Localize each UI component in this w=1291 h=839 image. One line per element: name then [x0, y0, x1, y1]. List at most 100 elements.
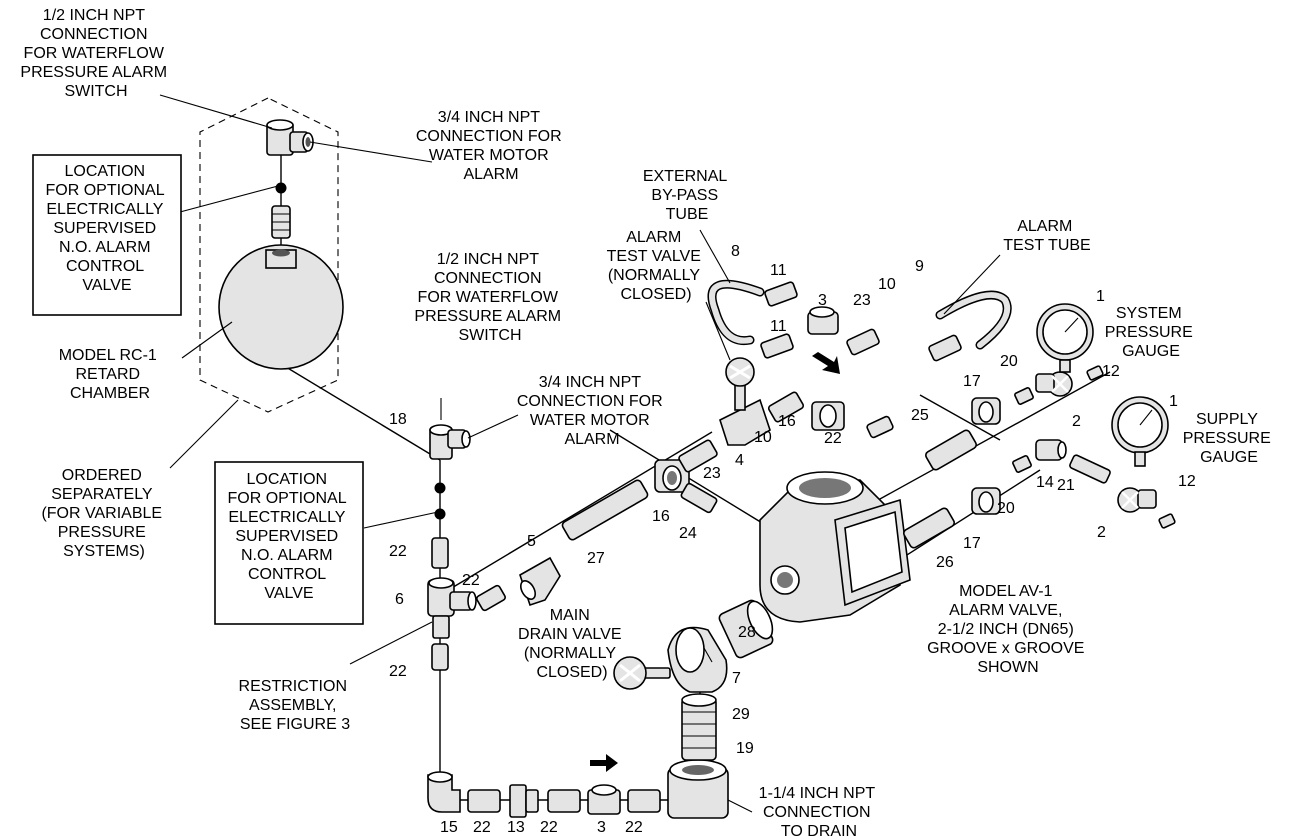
label-ordered-separately: ORDERED SEPARATELY (FOR VARIABLE PRESSUR…	[41, 467, 166, 560]
label-mid-water-motor: 3/4 INCH NPT CONNECTION FOR WATER MOTOR …	[517, 374, 667, 448]
part-number: 22	[824, 430, 842, 447]
part-number: 11	[770, 318, 787, 335]
part-number: 20	[1000, 353, 1018, 370]
system-pressure-gauge	[1036, 303, 1094, 373]
retard-chamber-enclosure	[199, 97, 339, 413]
label-alarm-test-valve: ALARM TEST VALVE (NORMALLY CLOSED)	[607, 229, 706, 303]
part-number: 1	[1096, 288, 1105, 305]
alarm-valve-body	[759, 471, 911, 623]
nipple-10-lower	[767, 391, 805, 423]
gauge-valve-2-lower	[1117, 487, 1157, 513]
elbow-14	[1035, 439, 1067, 461]
top-nipple	[271, 205, 291, 239]
label-optional-valve-bottom: LOCATION FOR OPTIONAL ELECTRICALLY SUPER…	[228, 471, 351, 602]
part-number: 16	[778, 413, 796, 430]
nipple-20-lower	[1012, 455, 1032, 473]
tee-3-upper	[807, 306, 839, 335]
part-number: 18	[389, 411, 407, 428]
mid-valve-dot-1	[434, 482, 446, 494]
label-alarm-valve: MODEL AV-1 ALARM VALVE, 2-1/2 INCH (DN65…	[927, 583, 1089, 676]
leader-lines	[159, 94, 1001, 813]
part-number: 2	[1072, 413, 1081, 430]
part-number: 22	[389, 543, 407, 560]
nipple-20-upper	[1014, 387, 1034, 405]
part-number: 16	[652, 508, 670, 525]
part-numbers: 1 1 2 2 3 3 4 5 6 7 8 9 10 10 11 11 12 1…	[389, 243, 1196, 836]
elbow-17-upper	[971, 397, 1001, 425]
retard-chamber-tank	[218, 244, 344, 370]
part-number: 4	[735, 452, 744, 469]
tee-16-upper	[811, 401, 845, 431]
flow-arrow-upper	[812, 352, 840, 374]
label-optional-valve-top: LOCATION FOR OPTIONAL ELECTRICALLY SUPER…	[46, 163, 169, 294]
nipple-22-vertical-lower	[431, 643, 449, 671]
fitting-18-tee	[429, 424, 471, 460]
gauge-valve-2-upper	[1035, 371, 1073, 397]
part-number: 20	[997, 500, 1015, 517]
fitting-10-upper	[928, 334, 962, 362]
label-external-bypass: EXTERNAL BY-PASS TUBE	[643, 168, 731, 223]
nipple-24	[680, 482, 718, 514]
label-restriction-assembly: RESTRICTION ASSEMBLY, SEE FIGURE 3	[239, 678, 352, 733]
plug-12-lower	[1158, 513, 1176, 529]
part-number: 22	[540, 819, 558, 836]
part-number: 27	[587, 550, 605, 567]
optional-valve-box-top	[32, 154, 182, 316]
supply-pressure-gauge	[1111, 396, 1169, 467]
part-number: 23	[703, 465, 721, 482]
main-drain-valve-7	[613, 626, 728, 693]
part-number: 9	[915, 258, 924, 275]
nipple-29	[681, 693, 717, 761]
label-drain-connection: 1-1/4 INCH NPT CONNECTION TO DRAIN	[759, 785, 880, 839]
label-top-water-motor: 3/4 INCH NPT CONNECTION FOR WATER MOTOR …	[416, 109, 566, 183]
nipple-26	[903, 507, 955, 549]
elbow-15	[427, 771, 461, 813]
nipple-22-horizontal	[476, 584, 506, 612]
part-number: 22	[473, 819, 491, 836]
part-number: 3	[818, 292, 827, 309]
part-number: 8	[731, 243, 740, 260]
label-mid-connection: 1/2 INCH NPT CONNECTION FOR WATERFLOW PR…	[414, 251, 565, 344]
label-top-connection: 1/2 INCH NPT CONNECTION FOR WATERFLOW PR…	[20, 7, 171, 100]
nipple-27	[561, 479, 649, 541]
label-supply-gauge: SUPPLY PRESSURE GAUGE	[1183, 411, 1275, 466]
nipple-23-upper	[846, 328, 880, 356]
part-number: 12	[1178, 473, 1196, 490]
nipple-25	[925, 429, 977, 471]
label-main-drain: MAIN DRAIN VALVE (NORMALLY CLOSED)	[518, 607, 626, 681]
nipple-22-vertical-upper	[431, 537, 449, 569]
part-number: 11	[770, 262, 787, 279]
mid-valve-dot-2	[434, 508, 446, 520]
bypass-tube-8	[707, 279, 765, 346]
nipple-21	[1069, 454, 1111, 484]
label-alarm-test-tube: ALARM TEST TUBE	[1003, 218, 1090, 254]
nipple-28	[718, 599, 774, 659]
top-valve-location-dot	[275, 182, 287, 194]
part-number: 13	[507, 819, 525, 836]
part-number: 23	[853, 292, 871, 309]
nipple-22-upper	[866, 415, 894, 439]
part-number: 2	[1097, 524, 1106, 541]
part-number: 6	[395, 591, 404, 608]
part-number: 25	[911, 407, 929, 424]
label-system-gauge: SYSTEM PRESSURE GAUGE	[1105, 305, 1197, 360]
flow-arrow-bottom	[590, 754, 618, 772]
part-number: 21	[1057, 477, 1075, 494]
part-number: 22	[389, 663, 407, 680]
alarm-test-tube-9	[935, 290, 1012, 350]
part-number: 19	[736, 740, 754, 757]
plug-12-upper	[1086, 365, 1104, 381]
bottom-drain-line	[467, 784, 661, 818]
part-number: 7	[732, 670, 741, 687]
tee-16-lower	[654, 459, 690, 493]
part-number: 28	[738, 624, 756, 641]
optional-valve-box-bottom	[214, 461, 364, 625]
elbow-17-lower	[971, 487, 1001, 515]
part-number: 22	[625, 819, 643, 836]
alarm-test-valve-4	[719, 357, 771, 446]
part-number: 1	[1169, 393, 1178, 410]
part-number: 10	[878, 276, 896, 293]
part-number: 15	[440, 819, 458, 836]
fitting-11-upper	[764, 281, 798, 307]
part-number: 10	[754, 429, 772, 446]
